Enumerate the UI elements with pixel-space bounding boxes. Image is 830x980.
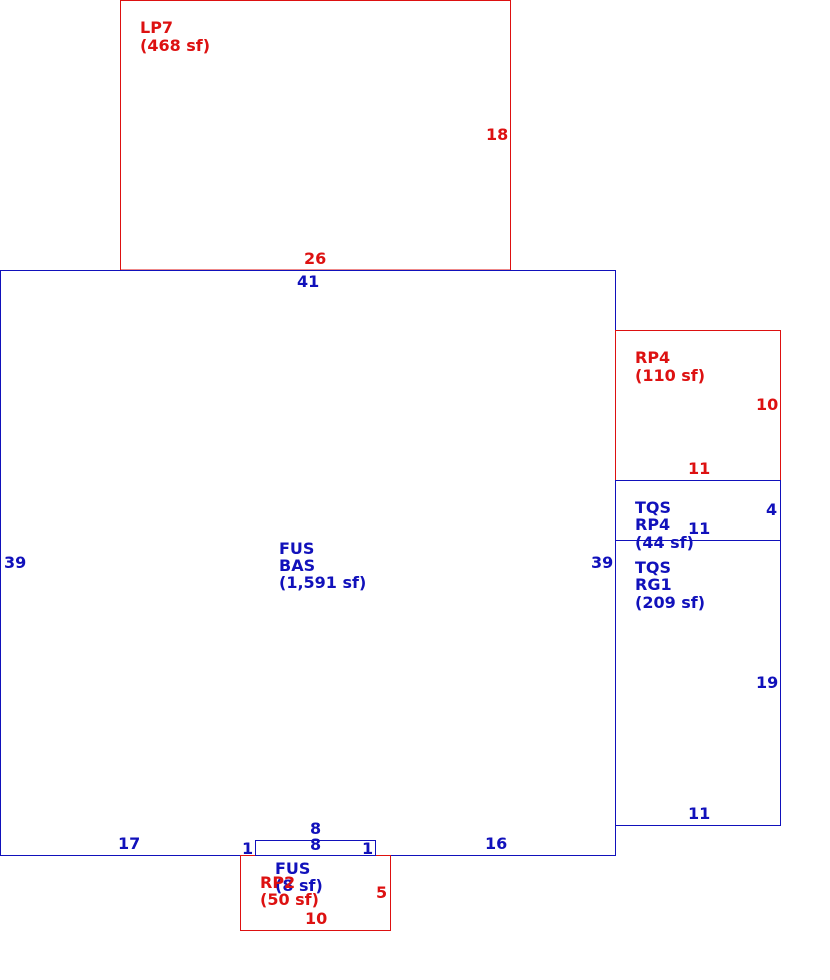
lp7-bottom-dimension: 26 xyxy=(304,249,327,268)
main-bottom-right-dimension: 16 xyxy=(485,834,508,853)
rp4-right-dimension: 10 xyxy=(756,395,779,414)
tqs-rg1-label-line1: TQS xyxy=(635,558,672,577)
main-label-line2: BAS xyxy=(279,556,316,575)
rp4-area: (110 sf) xyxy=(635,366,706,385)
main-label-line1: FUS xyxy=(279,539,315,558)
main-bottom-left-dimension: 17 xyxy=(118,834,141,853)
fus-small-area: (8 sf) xyxy=(275,876,323,895)
lp7-right-dimension: 18 xyxy=(486,125,509,144)
tqs-rg1-right-dimension: 19 xyxy=(756,673,779,692)
fus-small-outline xyxy=(255,840,376,856)
rp2-right-dimension: 5 xyxy=(376,883,388,902)
fus-top-dimension: 8 xyxy=(310,819,322,838)
rp2-code: RP2 xyxy=(260,873,296,892)
fus-inner-dimension: 8 xyxy=(310,835,322,854)
tqs-rp4-label-line2: RP4 xyxy=(635,515,671,534)
main-left-dimension: 39 xyxy=(4,553,27,572)
lp7-code: LP7 xyxy=(140,18,174,37)
tqs-rp4-bottom-dimension: 11 xyxy=(688,519,711,538)
rp2-area: (50 sf) xyxy=(260,890,319,909)
tqs-rg1-label-line2: RG1 xyxy=(635,575,672,594)
tqs-rg1-bottom-dimension: 11 xyxy=(688,804,711,823)
rp4-bottom-dimension: 11 xyxy=(688,459,711,478)
main-area: (1,591 sf) xyxy=(279,573,367,592)
tqs-rp4-area: (44 sf) xyxy=(635,533,694,552)
tqs-rp4-label-line1: TQS xyxy=(635,498,672,517)
rp2-bottom-dimension: 10 xyxy=(305,909,328,928)
fus-left-dimension: 1 xyxy=(242,839,254,858)
rp4-code: RP4 xyxy=(635,348,671,367)
fus-small-code: FUS xyxy=(275,859,311,878)
main-right-dimension: 39 xyxy=(591,553,614,572)
main-top-dimension: 41 xyxy=(297,272,320,291)
tqs-rg1-outline xyxy=(615,540,781,826)
tqs-rp4-right-dimension: 4 xyxy=(766,500,778,519)
lp7-area: (468 sf) xyxy=(140,36,211,55)
fus-right-dimension: 1 xyxy=(362,839,374,858)
tqs-rg1-area: (209 sf) xyxy=(635,593,706,612)
